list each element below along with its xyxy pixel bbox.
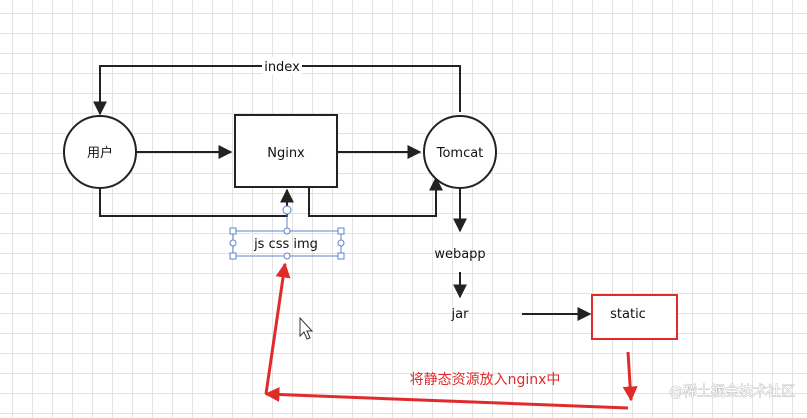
node-tomcat-label: Tomcat [436,146,484,161]
node-static[interactable] [591,294,678,340]
node-static-label: static [610,307,646,322]
node-user[interactable] [63,115,137,189]
resize-handle-e[interactable] [337,239,345,247]
node-user-label: 用户 [87,145,113,161]
edge-user-to-nginx-bottom[interactable] [99,188,294,217]
edge-nginx-to-tomcat-bottom[interactable] [308,176,443,217]
red-arrow-left [264,387,629,410]
resize-handle-se[interactable] [337,252,345,260]
selected-label-group[interactable]: js css img [229,205,345,260]
resize-handle-ne[interactable] [337,227,345,235]
node-jar-label[interactable]: jar [451,307,470,322]
node-nginx[interactable] [234,114,338,188]
resize-handle-nw[interactable] [229,227,237,235]
resize-handle-n[interactable] [283,227,291,235]
red-arrow-up [264,262,291,395]
resize-handle-s[interactable] [283,252,291,260]
node-nginx-label: Nginx [267,146,305,161]
edge-index-label: index [264,60,300,75]
mouse-pointer-icon [299,316,314,340]
node-tomcat[interactable] [423,115,497,189]
resize-handle-sw[interactable] [229,252,237,260]
edge-index-label-bg [262,57,302,75]
red-arrow-down [622,351,638,402]
resize-handle-w[interactable] [229,239,237,247]
annotation-text: 将静态资源放入nginx中 [410,372,561,388]
watermark: @稀土掘金技术社区 [669,384,795,400]
node-webapp-label[interactable]: webapp [434,247,485,262]
selected-label-text[interactable]: js css img [253,237,318,252]
rotate-handle[interactable] [282,205,292,215]
